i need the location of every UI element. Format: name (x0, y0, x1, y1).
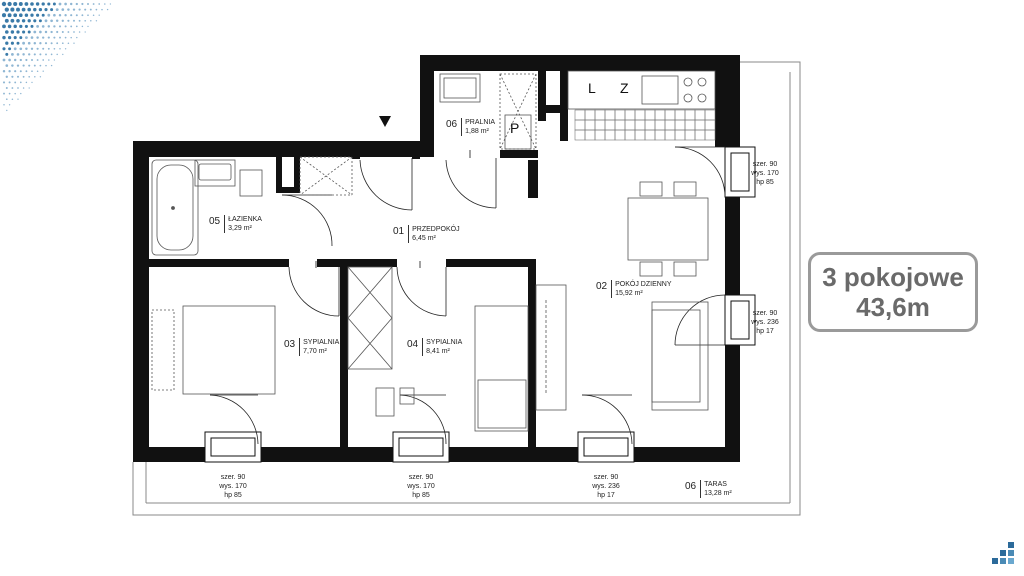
window-height: wys. 236 (751, 319, 779, 326)
room-number: 05 (209, 216, 221, 227)
room-name: TARAS (704, 481, 727, 488)
window-height: wys. 170 (407, 483, 435, 490)
window-width: szer. 90 (752, 310, 778, 317)
room-number: 06 (685, 481, 697, 492)
kitchen-tiles (574, 109, 716, 141)
badge-rooms: 3 pokojowe (822, 262, 964, 292)
room-number: 02 (596, 281, 608, 292)
window-width: szer. 90 (593, 474, 619, 481)
terrace-outline (132, 61, 801, 516)
room-label-sypialnia-03: 03 SYPIALNIA 7,70 m² (284, 338, 339, 356)
window-height: wys. 170 (751, 170, 779, 177)
room-label-pokoj-dzienny: 02 POKÓJ DZIENNY 15,92 m² (596, 280, 672, 298)
window-label-bottom-mid: szer. 90 wys. 170 hp 85 (391, 473, 451, 500)
window-label-bottom-left: szer. 90 wys. 170 hp 85 (203, 473, 263, 500)
kitchen-letter-l: L (588, 80, 596, 96)
threshold-marks (315, 150, 471, 268)
window-width: szer. 90 (408, 474, 434, 481)
kitchen-letter-z: Z (620, 80, 629, 96)
window-label-right-top: szer. 90 wys. 170 hp 85 (735, 160, 795, 187)
room-name: PRZEDPOKÓJ (412, 226, 460, 233)
room-area: 15,92 m² (615, 290, 643, 297)
window-sill-height: hp 85 (412, 492, 430, 499)
decorative-dots-top-left (1, 1, 112, 112)
logo-squares (992, 542, 1014, 564)
room-name: PRALNIA (465, 119, 496, 126)
laundry-letter-p: P (510, 120, 520, 136)
window-sill-height: hp 85 (756, 179, 774, 186)
room-number: 03 (284, 339, 296, 350)
window-height: wys. 236 (592, 483, 620, 490)
room-area: 3,29 m² (228, 225, 252, 232)
room-label-taras: 06 TARAS 13,28 m² (685, 480, 732, 498)
window-label-bottom-right: szer. 90 wys. 236 hp 17 (576, 473, 636, 500)
room-name: POKÓJ DZIENNY (615, 281, 672, 288)
apartment-badge: 3 pokojowe 43,6m (808, 252, 978, 332)
room-label-lazienka: 05 ŁAZIENKA 3,29 m² (209, 215, 262, 233)
room-number: 04 (407, 339, 419, 350)
window-width: szer. 90 (220, 474, 246, 481)
badge-area: 43,6m (856, 292, 930, 322)
room-area: 6,45 m² (412, 235, 436, 242)
room-number: 06 (446, 119, 458, 130)
windows (204, 146, 756, 463)
window-sill-height: hp 17 (597, 492, 615, 499)
room-name: ŁAZIENKA (228, 216, 262, 223)
room-label-sypialnia-04: 04 SYPIALNIA 8,41 m² (407, 338, 462, 356)
room-area: 7,70 m² (303, 348, 327, 355)
interior-walls (149, 71, 568, 447)
room-area: 1,88 m² (465, 128, 489, 135)
window-label-right-mid: szer. 90 wys. 236 hp 17 (735, 309, 795, 336)
furniture (151, 70, 716, 432)
room-number: 01 (393, 226, 405, 237)
room-name: SYPIALNIA (426, 339, 463, 346)
outer-walls (133, 55, 740, 462)
window-height: wys. 170 (219, 483, 247, 490)
room-area: 13,28 m² (704, 490, 732, 497)
entrance-arrow (379, 116, 391, 127)
room-label-przedpokoj: 01 PRZEDPOKÓJ 6,45 m² (393, 225, 460, 243)
room-area: 8,41 m² (426, 348, 450, 355)
room-label-pralnia: 06 PRALNIA 1,88 m² (446, 118, 495, 136)
window-sill-height: hp 85 (224, 492, 242, 499)
room-name: SYPIALNIA (303, 339, 340, 346)
window-width: szer. 90 (752, 161, 778, 168)
doors (209, 146, 726, 445)
window-sill-height: hp 17 (756, 328, 774, 335)
